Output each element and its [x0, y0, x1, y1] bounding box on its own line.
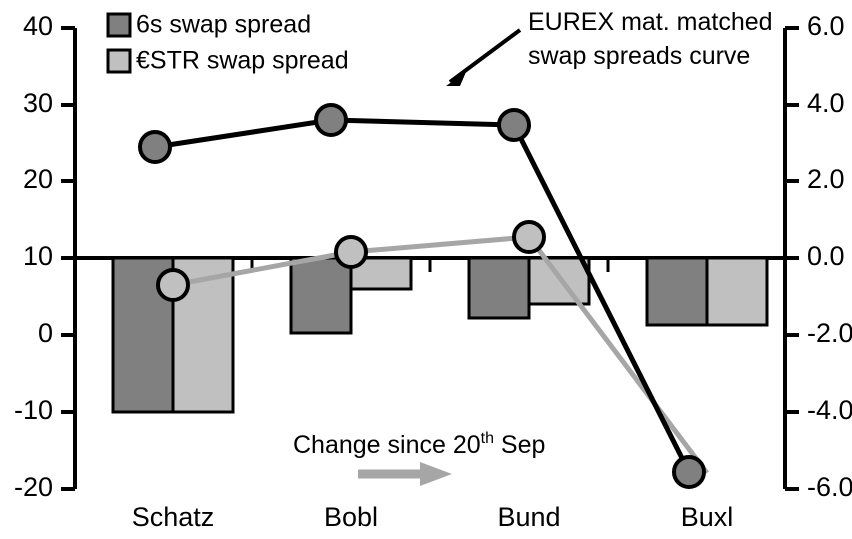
bar-group-bund: [467, 256, 591, 320]
change-since-marker-bobl[interactable]: [334, 235, 368, 269]
bar-group-buxl: [645, 256, 769, 327]
right-axis-tick-6: 6.0: [807, 11, 845, 41]
x-axis-labels: Schatz Bobl Bund Buxl: [132, 502, 734, 532]
change-since-marker-bund[interactable]: [512, 220, 546, 254]
left-axis-tick-minus20: -20: [14, 472, 53, 502]
eurex-marker-buxl[interactable]: [672, 455, 706, 489]
eurex-callout-arrow-head-icon: [446, 72, 466, 86]
category-label-buxl: Buxl: [681, 502, 734, 532]
annotation-eurex-callout: EUREX mat. matched swap spreads curve: [446, 8, 773, 86]
legend-swatch-estr-icon: [106, 48, 132, 74]
series-eurex-curve: [138, 103, 706, 489]
right-axis-tick-minus2: -2.0: [807, 318, 852, 348]
right-axis-tick-2: 2.0: [807, 164, 845, 194]
bar-6s-buxl[interactable]: [645, 256, 709, 327]
bar-estr-bund[interactable]: [527, 256, 591, 306]
left-axis-tick-minus10: -10: [14, 395, 53, 425]
legend-swatch-6s-icon: [106, 12, 132, 38]
legend-item-estr[interactable]: €STR swap spread: [106, 47, 349, 75]
left-axis: 40 30 20 10 0 -10 -20: [14, 11, 77, 502]
right-axis-tick-minus4: -4.0: [807, 395, 852, 425]
right-axis-tick-0: 0.0: [807, 241, 845, 271]
change-callout-text-before: Change since 20: [293, 431, 481, 459]
bar-6s-bobl[interactable]: [289, 256, 353, 335]
left-axis-tick-0: 0: [38, 318, 53, 348]
right-axis-tick-minus6: -6.0: [807, 472, 852, 502]
left-axis-tick-40: 40: [23, 11, 53, 41]
legend-item-6s[interactable]: 6s swap spread: [106, 11, 311, 39]
eurex-marker-schatz[interactable]: [138, 130, 172, 164]
eurex-curve-polyline: [154, 117, 692, 474]
series-change-since-line: [156, 220, 709, 475]
change-callout-text: Change since 20th Sep: [293, 430, 545, 459]
eurex-callout-line1: EUREX mat. matched: [528, 8, 773, 36]
bar-estr-buxl[interactable]: [705, 256, 769, 327]
chart-legend: 6s swap spread €STR swap spread: [106, 11, 349, 75]
right-axis-tick-4: 4.0: [807, 88, 845, 118]
change-callout-superscript: th: [481, 430, 494, 447]
category-label-schatz: Schatz: [132, 502, 215, 532]
change-since-polyline: [172, 234, 709, 475]
category-label-bobl: Bobl: [324, 502, 378, 532]
eurex-marker-bund[interactable]: [497, 108, 531, 142]
change-callout-text-after: Sep: [494, 431, 545, 459]
legend-label-6s: 6s swap spread: [136, 11, 311, 39]
category-label-bund: Bund: [497, 502, 560, 532]
left-axis-tick-10: 10: [23, 241, 53, 271]
eurex-callout-line2: swap spreads curve: [528, 42, 750, 70]
eurex-callout-arrow-line: [448, 28, 522, 84]
eurex-marker-bobl[interactable]: [314, 103, 348, 137]
left-axis-tick-30: 30: [23, 88, 53, 118]
bar-6s-bund[interactable]: [467, 256, 531, 320]
change-since-marker-schatz[interactable]: [156, 268, 190, 302]
annotation-change-callout: Change since 20th Sep: [293, 430, 545, 486]
change-callout-arrow-head-icon: [420, 462, 452, 486]
left-axis-tick-20: 20: [23, 164, 53, 194]
legend-label-estr: €STR swap spread: [136, 47, 349, 75]
